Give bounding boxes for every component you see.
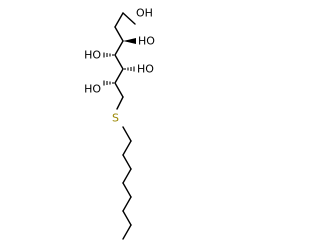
hash-bond-c5-o4 <box>124 66 135 72</box>
bond-c1-c2 <box>114 12 124 28</box>
bond-c5-c6 <box>114 68 124 84</box>
bond-octyl-4 <box>122 182 132 198</box>
bond-c1-o1 <box>122 12 136 25</box>
bond-octyl-7 <box>122 224 132 240</box>
bond-octyl-6 <box>122 210 132 226</box>
sulfur-atom-label: S <box>112 112 119 125</box>
bond-c6-c7 <box>114 82 124 98</box>
hydroxyl-label-5: HO <box>84 83 101 96</box>
hydroxyl-label-3: HO <box>84 49 101 62</box>
bond-octyl-1 <box>122 140 132 156</box>
wedge-bond-c3-o2 <box>123 38 136 44</box>
bond-octyl-3 <box>122 168 132 184</box>
hash-bond-c6-o5 <box>103 80 114 86</box>
hydroxyl-label-1: OH <box>136 7 153 20</box>
hash-bond-c4-o3 <box>103 52 114 58</box>
bond-s-ch2 <box>122 126 132 142</box>
bond-c4-c5 <box>114 54 124 70</box>
bond-octyl-2 <box>122 154 132 170</box>
hydroxyl-label-4: HO <box>137 63 154 76</box>
bond-octyl-5 <box>122 196 132 212</box>
bond-c7-s <box>116 96 124 110</box>
hydroxyl-label-2: HO <box>138 35 155 48</box>
structural-formula: OH HO HO HO HO S <box>84 7 155 240</box>
bond-c3-c4 <box>114 40 124 56</box>
bond-c2-c3 <box>114 26 124 42</box>
